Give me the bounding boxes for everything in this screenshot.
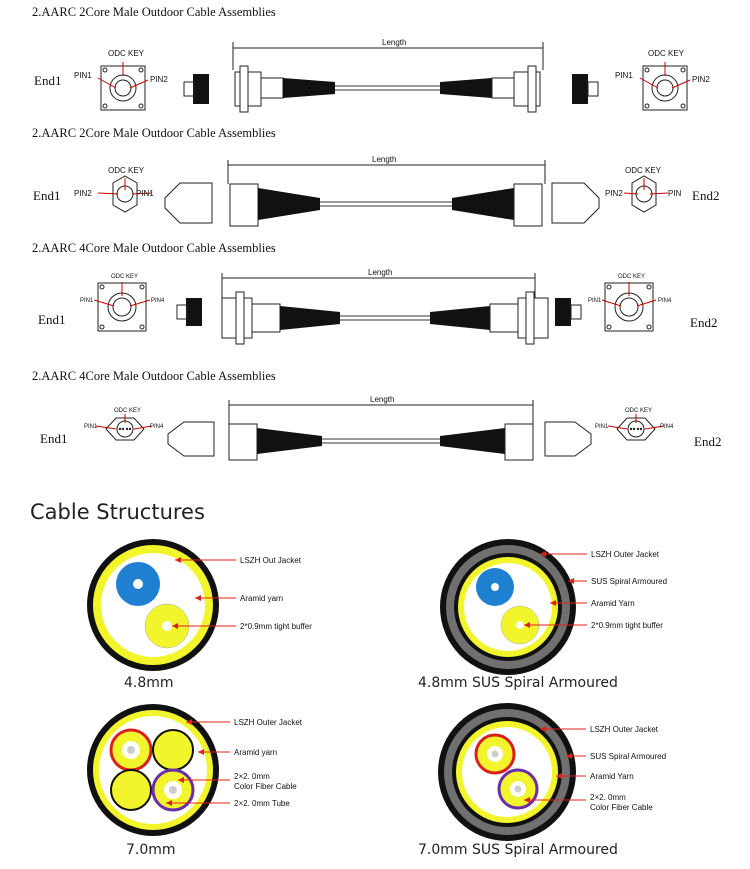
- assembly-3-key-label: ODC KEY: [111, 274, 138, 280]
- assembly-2-key-label: ODC KEY: [108, 166, 145, 175]
- assembly-3-left-flange-view: [93, 282, 151, 332]
- assembly-3-length-label: Length: [368, 268, 392, 277]
- assembly-3-right-flange-view: [601, 282, 657, 332]
- assembly-1-left-cap: [193, 74, 209, 104]
- structure-4-8mm-label-buffer: 2*0.9mm tight buffer: [240, 622, 312, 631]
- assembly-2-pin-a: PIN2: [74, 189, 92, 198]
- assembly-4-end1-label: End1: [40, 431, 68, 446]
- assembly-4-end2-label: End2: [694, 434, 722, 449]
- assembly-4-length-label: Length: [370, 395, 394, 404]
- structure-7-0mm-sus-label-yarn: Aramid Yarn: [590, 772, 634, 781]
- structure-4-8mm-label-yarn: Aramid yarn: [240, 594, 283, 603]
- structure-7-0mm-sus-caption: 7.0mm SUS Spiral Armoured: [418, 842, 618, 858]
- assembly-1-key-label: ODC KEY: [108, 49, 145, 58]
- structure-7-0mm-sus-label-jacket: LSZH Outer Jacket: [590, 725, 659, 734]
- structure-4-8mm-sus-label-buffer: 2*0.9mm tight buffer: [591, 621, 663, 630]
- assembly-4-right-face-view: [607, 414, 665, 441]
- assembly-4-left-cap: [167, 421, 215, 457]
- assembly-1-length-label: Length: [382, 38, 406, 47]
- assembly-1-pin-a: PIN1: [74, 71, 92, 80]
- assembly-4-drawing: ODC KEY PIN1 PIN4 Length ODC KEY PIN1 PI…: [84, 395, 674, 461]
- assembly-3-right-pin-b: PIN4: [658, 298, 672, 304]
- assembly-4-right-pin-b: PIN4: [660, 424, 674, 430]
- structure-7-0mm-sus-label-fiber-size: 2×2. 0mm: [590, 793, 626, 802]
- assembly-3-right-pin-a: PIN1: [588, 298, 602, 304]
- assembly-3-right-cap: [555, 298, 571, 326]
- assembly-1-right-flange-view: [639, 62, 691, 111]
- cable-structures-title: Cable Structures: [30, 500, 205, 524]
- assembly-1-right-pin-b: PIN2: [692, 75, 710, 84]
- assembly-1-left-flange-view: [97, 62, 149, 111]
- assembly-1-right-cap: [572, 74, 588, 104]
- assembly-2-drawing: ODC KEY PIN2 PIN1 Length ODC KEY PIN2 PI…: [74, 155, 682, 227]
- assembly-3-cable: [221, 273, 549, 345]
- assembly-1-title: 2.AARC 2Core Male Outdoor Cable Assembli…: [32, 5, 276, 19]
- assembly-2-length-label: Length: [372, 155, 396, 164]
- assembly-1-cable: [232, 42, 544, 113]
- assembly-2-end1-label: End1: [33, 188, 61, 203]
- assembly-3-title: 2.AARC 4Core Male Outdoor Cable Assembli…: [32, 241, 276, 255]
- structure-7-0mm-caption: 7.0mm: [126, 842, 176, 858]
- assembly-1-pin-b: PIN2: [150, 75, 168, 84]
- structure-7-0mm-label-yarn: Aramid yarn: [234, 748, 277, 757]
- structure-4-8mm-sus-label-armour: SUS Spiral Armoured: [591, 577, 667, 586]
- assembly-3-end2-label: End2: [690, 315, 718, 330]
- structure-7-0mm-diagram: LSZH Outer Jacket Aramid yarn 2×2. 0mm C…: [87, 704, 303, 836]
- structure-7-0mm-label-tube: 2×2. 0mm Tube: [234, 799, 290, 808]
- assembly-4-title: 2.AARC 4Core Male Outdoor Cable Assembli…: [32, 369, 276, 383]
- assembly-4-pin-a: PIN1: [84, 424, 98, 430]
- assembly-2-end2-label: End2: [692, 188, 720, 203]
- structure-4-8mm-sus-label-yarn: Aramid Yarn: [591, 599, 635, 608]
- structure-4-8mm-caption: 4.8mm: [124, 675, 174, 691]
- assembly-2-right-cap: [551, 182, 600, 224]
- assembly-3-pin-a: PIN1: [80, 298, 94, 304]
- assembly-1-end1-label: End1: [34, 73, 62, 88]
- assembly-3-left-cap: [186, 298, 202, 326]
- structure-7-0mm-label-jacket: LSZH Outer Jacket: [234, 718, 303, 727]
- assembly-4-right-key-label: ODC KEY: [625, 408, 652, 414]
- structure-4-8mm-sus-caption: 4.8mm SUS Spiral Armoured: [418, 675, 618, 691]
- assembly-1-drawing: ODC KEY PIN1 PIN2 Length ODC KEY PIN1 PI…: [74, 38, 710, 113]
- structure-7-0mm-sus-label-fiber: Color Fiber Cable: [590, 803, 653, 812]
- assembly-4-pin-b: PIN4: [150, 424, 164, 430]
- assembly-2-left-cap: [164, 182, 213, 224]
- assembly-2-cable: [227, 160, 546, 227]
- assembly-4-cable: [228, 400, 534, 461]
- assembly-3-drawing: ODC KEY PIN1 PIN4 Length ODC KEY PIN1 PI…: [80, 268, 672, 345]
- assembly-2-left-face-view: [97, 175, 153, 213]
- assembly-3-right-key-label: ODC KEY: [618, 274, 645, 280]
- assembly-3-end1-label: End1: [38, 312, 66, 327]
- assembly-3-pin-b: PIN4: [151, 298, 165, 304]
- structure-4-8mm-sus-diagram: LSZH Outer Jacket SUS Spiral Armoured Ar…: [440, 539, 667, 675]
- assembly-4-right-pin-a: PIN1: [595, 424, 609, 430]
- assembly-2-right-pin-a: PIN2: [605, 189, 623, 198]
- structure-4-8mm-sus-label-jacket: LSZH Outer Jacket: [591, 550, 660, 559]
- assembly-2-pin-b: PIN1: [136, 189, 154, 198]
- structure-4-8mm-label-jacket: LSZH Out Jacket: [240, 556, 302, 565]
- assembly-2-title: 2.AARC 2Core Male Outdoor Cable Assembli…: [32, 126, 276, 140]
- assembly-2-right-face-view: [623, 175, 669, 213]
- structure-7-0mm-sus-label-armour: SUS Spiral Armoured: [590, 752, 666, 761]
- assembly-2-right-key-label: ODC KEY: [625, 166, 662, 175]
- assembly-4-key-label: ODC KEY: [114, 408, 141, 414]
- assembly-4-right-cap: [544, 421, 592, 457]
- structure-4-8mm-diagram: LSZH Out Jacket Aramid yarn 2*0.9mm tigh…: [87, 539, 312, 671]
- assembly-1-right-pin-a: PIN1: [615, 71, 633, 80]
- assembly-4-left-face-view: [95, 414, 153, 441]
- structure-7-0mm-label-fiber: Color Fiber Cable: [234, 782, 297, 791]
- structure-7-0mm-sus-diagram: LSZH Outer Jacket SUS Spiral Armoured Ar…: [438, 703, 666, 841]
- assembly-2-right-pin-b: PIN: [668, 189, 682, 198]
- assembly-1-right-key-label: ODC KEY: [648, 49, 685, 58]
- structure-7-0mm-label-fiber-size: 2×2. 0mm: [234, 772, 270, 781]
